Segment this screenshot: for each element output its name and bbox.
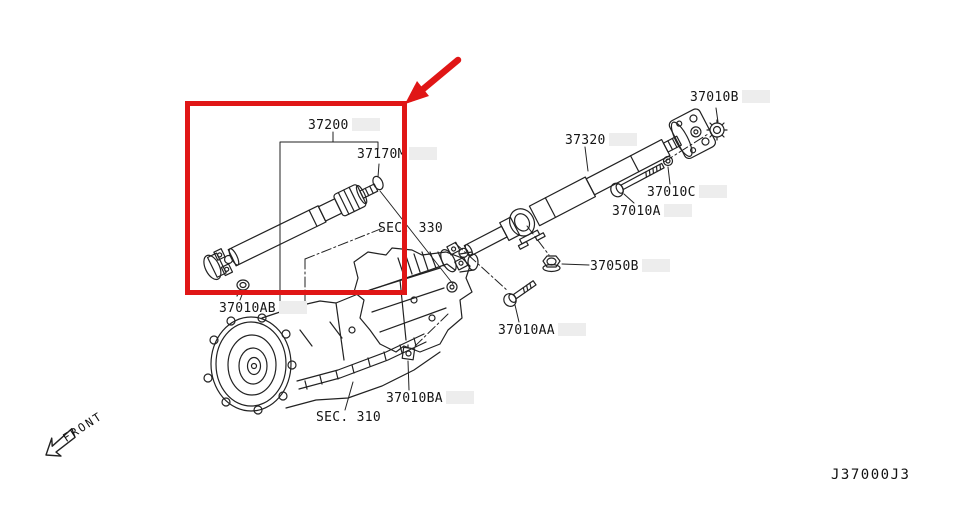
part-label-37170M[interactable]: 37170M bbox=[357, 147, 437, 162]
diagram-code: J37000J3 bbox=[831, 467, 911, 483]
nut-37010C-drawing bbox=[662, 155, 674, 167]
part-label-37010BA[interactable]: 37010BA bbox=[386, 391, 474, 406]
part-label-37050B[interactable]: 37050B bbox=[590, 259, 670, 274]
nut-37010BA-drawing bbox=[401, 344, 416, 361]
bolt-37010AA-drawing bbox=[503, 280, 537, 307]
nut-37050B-drawing bbox=[542, 255, 561, 273]
construction-lines bbox=[304, 133, 709, 350]
nut-37010AB-drawing bbox=[236, 279, 250, 297]
part-label-37200[interactable]: 37200 bbox=[308, 118, 380, 133]
shaft-connection-line bbox=[379, 190, 454, 285]
part-label-37010AA[interactable]: 37010AA bbox=[498, 323, 586, 338]
part-label-37010B[interactable]: 37010B bbox=[690, 90, 770, 105]
part-label-37010A[interactable]: 37010A bbox=[612, 204, 692, 219]
nut-37010B-drawing bbox=[706, 119, 728, 141]
front-arrow-icon bbox=[45, 427, 76, 457]
snap-ring-37170M-drawing bbox=[372, 175, 384, 191]
part-label-37010AB[interactable]: 37010AB bbox=[219, 301, 307, 316]
part-label-37010C[interactable]: 37010C bbox=[647, 185, 727, 200]
part-label-37320[interactable]: 37320 bbox=[565, 133, 637, 148]
section-ref-330: SEC. 330 bbox=[378, 221, 444, 236]
bolt-37010A-drawing bbox=[610, 162, 665, 198]
section-ref-310: SEC. 310 bbox=[316, 410, 382, 425]
